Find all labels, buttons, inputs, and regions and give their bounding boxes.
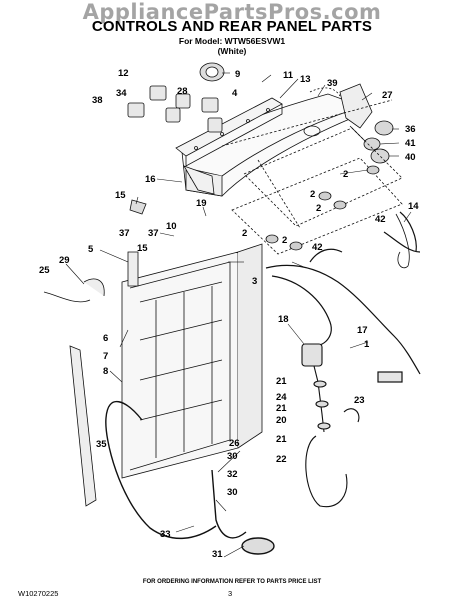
color-line: (White) — [217, 46, 247, 56]
knobs — [363, 120, 394, 164]
callout-18: 18 — [278, 314, 289, 325]
callout-7: 7 — [103, 351, 108, 362]
callout-17: 17 — [357, 325, 368, 336]
callout-2: 2 — [316, 203, 321, 214]
callout-10: 10 — [166, 221, 177, 232]
callout-6: 6 — [103, 333, 108, 344]
callout-38: 38 — [92, 95, 103, 106]
callout-15: 15 — [137, 243, 148, 254]
document-id: W10270225 — [18, 589, 59, 598]
callout-12: 12 — [118, 68, 129, 79]
callout-42: 42 — [312, 242, 323, 253]
push-buttons — [265, 165, 380, 251]
callout-21: 21 — [276, 403, 287, 414]
drain-hose — [69, 345, 275, 555]
callout-26: 26 — [229, 438, 240, 449]
callout-30: 30 — [227, 451, 238, 462]
rear-panel — [121, 243, 263, 479]
ordering-note: FOR ORDERING INFORMATION REFER TO PARTS … — [142, 579, 322, 585]
callout-labels: 9 11 12 13 39 27 34 28 4 38 36 41 40 16 … — [39, 68, 419, 560]
callout-20: 20 — [276, 415, 287, 426]
callout-2: 2 — [343, 169, 348, 180]
button-ladders — [221, 99, 403, 255]
callout-21: 21 — [276, 434, 287, 445]
callout-1: 1 — [364, 339, 370, 350]
callout-2: 2 — [310, 189, 315, 200]
callout-31: 31 — [212, 549, 223, 560]
callout-16: 16 — [145, 174, 156, 185]
page-title: CONTROLS AND REAR PANEL PARTS — [91, 18, 373, 35]
callout-15: 15 — [115, 190, 126, 201]
callout-25: 25 — [39, 265, 50, 276]
callout-9: 9 — [235, 69, 240, 80]
callout-19: 19 — [196, 198, 207, 209]
watermark: AppliancePartsPros.com — [82, 0, 382, 24]
callout-21: 21 — [276, 376, 287, 387]
callout-5: 5 — [88, 244, 94, 255]
callout-37: 37 — [148, 228, 159, 239]
callout-32: 32 — [227, 469, 238, 480]
diagram-drawing — [43, 62, 421, 555]
callout-22: 22 — [276, 454, 287, 465]
callout-27: 27 — [382, 90, 393, 101]
callout-4: 4 — [232, 88, 238, 99]
callout-28: 28 — [177, 86, 188, 97]
callout-8: 8 — [103, 366, 108, 377]
callout-29: 29 — [59, 255, 70, 266]
callout-2: 2 — [282, 235, 287, 246]
callout-40: 40 — [405, 152, 416, 163]
water-inlet-assembly — [301, 343, 360, 508]
callout-39: 39 — [327, 78, 338, 89]
misc-parts — [43, 165, 410, 303]
control-bracket — [175, 97, 283, 167]
callout-42: 42 — [375, 214, 386, 225]
callout-36: 36 — [405, 124, 416, 135]
callout-14: 14 — [408, 201, 419, 212]
callout-41: 41 — [405, 138, 416, 149]
model-line: For Model: WTW56ESVW1 — [178, 36, 286, 46]
callout-11: 11 — [283, 70, 294, 81]
wire-harness — [265, 211, 421, 383]
callout-30: 30 — [227, 487, 238, 498]
leader-lines — [65, 72, 412, 558]
callout-33: 33 — [160, 529, 171, 540]
callout-23: 23 — [354, 395, 365, 406]
callout-24: 24 — [276, 392, 287, 403]
switch-modules — [127, 62, 225, 133]
callout-2: 2 — [242, 228, 247, 239]
callout-13: 13 — [300, 74, 311, 85]
callout-35: 35 — [96, 439, 107, 450]
callout-3: 3 — [252, 276, 257, 287]
callout-34: 34 — [116, 88, 127, 99]
callout-37: 37 — [119, 228, 130, 239]
page-number: 3 — [228, 589, 233, 598]
